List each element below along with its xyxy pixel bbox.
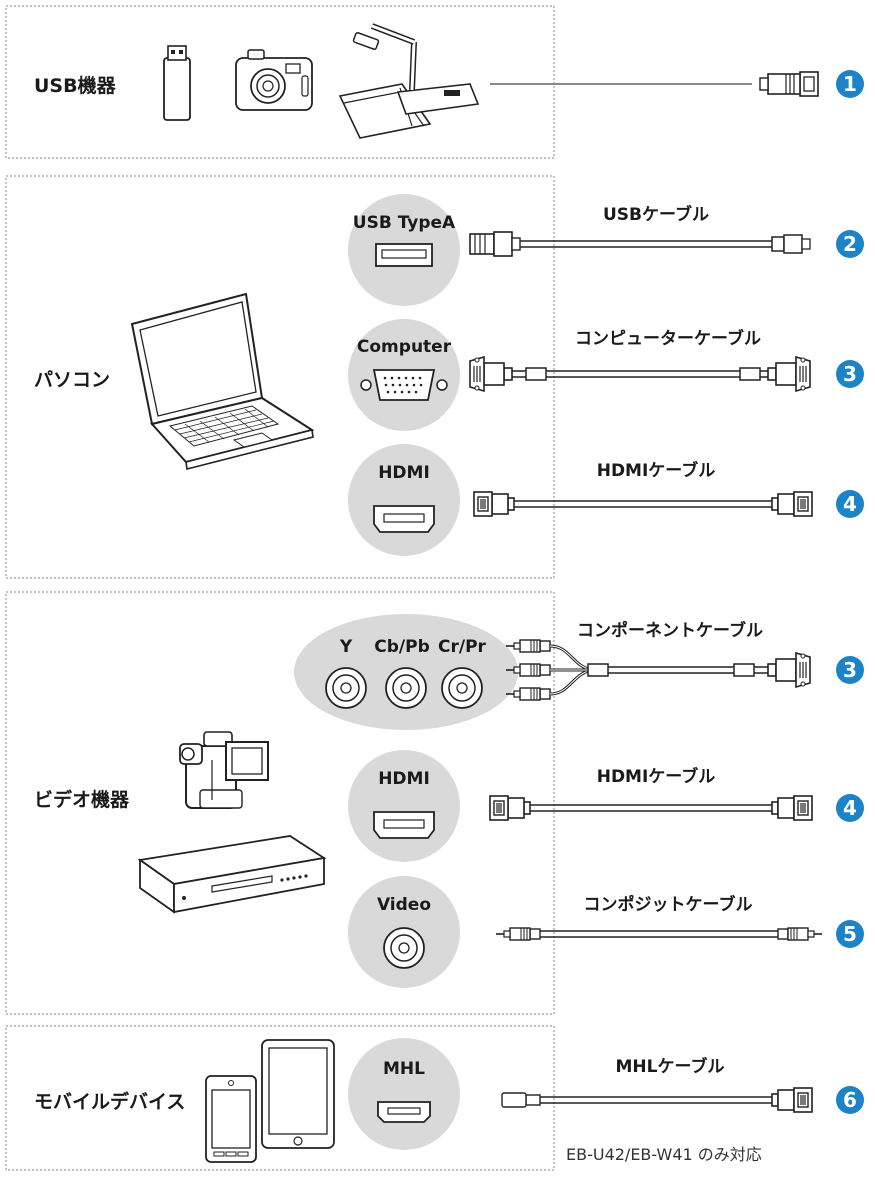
svg-text:1: 1 xyxy=(843,72,857,96)
svg-text:3: 3 xyxy=(843,362,857,386)
section-video xyxy=(5,591,555,1015)
port-video: Video xyxy=(348,876,460,988)
svg-text:3: 3 xyxy=(843,658,857,682)
video-devices-label: ビデオ機器 xyxy=(34,788,130,811)
section-usb-devices xyxy=(5,5,555,159)
svg-text:6: 6 xyxy=(843,1088,857,1112)
badge-1: 1 xyxy=(836,70,864,98)
cable-composite xyxy=(495,927,823,941)
cable-mhl xyxy=(501,1087,813,1113)
port-hdmi-video: HDMI xyxy=(348,750,460,862)
badge-3-video: 3 xyxy=(836,656,864,684)
cable-hdmi-computer-label: HDMIケーブル xyxy=(597,460,716,481)
cable-component-label: コンポーネントケーブル xyxy=(577,620,763,641)
badge-6: 6 xyxy=(836,1086,864,1114)
svg-text:5: 5 xyxy=(843,922,857,946)
port-hdmi-video-label: HDMI xyxy=(378,769,430,789)
document-camera-icon xyxy=(338,23,480,139)
smartphone-icon xyxy=(205,1075,257,1163)
usb-a-plug-icon xyxy=(759,71,819,97)
laptop-icon xyxy=(130,292,315,470)
port-video-label: Video xyxy=(377,895,431,915)
port-computer-vga: Computer xyxy=(348,319,460,431)
svg-text:2: 2 xyxy=(843,232,857,256)
badge-4-computer: 4 xyxy=(836,490,864,518)
cable-usb-label: USBケーブル xyxy=(603,204,709,225)
port-hdmi-computer: HDMI xyxy=(348,444,460,556)
usb-stick-icon xyxy=(163,45,191,121)
badge-5: 5 xyxy=(836,920,864,948)
port-mhl-label: MHL xyxy=(383,1059,425,1079)
usb-devices-label: USB機器 xyxy=(34,74,117,97)
cable-hdmi-video-label: HDMIケーブル xyxy=(597,766,716,787)
port-usb-typea-label: USB TypeA xyxy=(353,213,456,233)
port-hdmi-computer-label: HDMI xyxy=(378,463,430,483)
badge-4-video: 4 xyxy=(836,794,864,822)
cable-vga xyxy=(469,356,811,392)
cable-computer-label: コンピューターケーブル xyxy=(575,328,761,349)
svg-text:4: 4 xyxy=(843,796,857,820)
port-cb-label: Cb/Pb xyxy=(374,637,429,657)
mobile-devices-label: モバイルデバイス xyxy=(34,1090,185,1113)
camera-icon xyxy=(235,49,313,111)
dvd-player-icon xyxy=(137,835,327,914)
port-y-label: Y xyxy=(339,637,353,657)
computer-label: パソコン xyxy=(34,369,110,391)
port-cr-label: Cr/Pr xyxy=(438,637,487,657)
port-usb-typea: USB TypeA xyxy=(348,194,460,306)
section-mobile xyxy=(5,1025,555,1171)
cable-component xyxy=(505,639,811,701)
port-component: Y Cb/Pb Cr/Pr xyxy=(294,614,518,730)
camcorder-icon xyxy=(179,731,269,809)
badge-3-computer: 3 xyxy=(836,360,864,388)
badge-2: 2 xyxy=(836,230,864,258)
cable-hdmi-video xyxy=(489,795,813,821)
port-mhl: MHL xyxy=(348,1038,460,1150)
svg-text:4: 4 xyxy=(843,492,857,516)
cable-composite-label: コンポジットケーブル xyxy=(584,894,753,915)
tablet-icon xyxy=(261,1039,335,1149)
mhl-model-note: EB-U42/EB-W41 のみ対応 xyxy=(566,1145,762,1164)
cable-usb xyxy=(469,231,811,257)
cable-mhl-label: MHLケーブル xyxy=(616,1056,725,1077)
port-computer-label: Computer xyxy=(357,337,452,357)
cable-hdmi-computer xyxy=(473,491,813,517)
